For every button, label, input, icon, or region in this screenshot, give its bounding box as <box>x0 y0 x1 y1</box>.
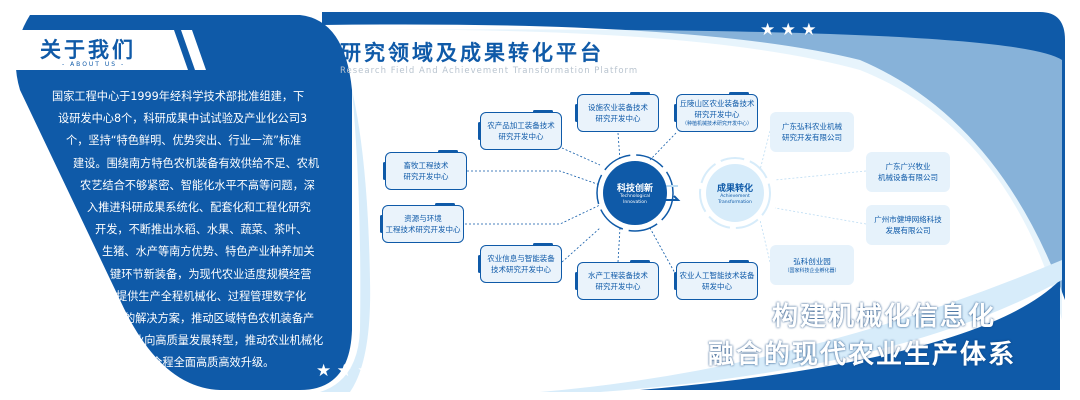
platform-title: 研究领域及成果转化平台 <box>340 41 604 65</box>
about-text-line: 建设。围绕南方特色农机装备有效供给不足、农机 <box>73 156 320 170</box>
about-text-line: 提供生产全程机械化、过程管理数字化 <box>116 289 307 303</box>
company-box: 弘科创业园（国家科技企业孵化器） <box>770 245 854 285</box>
center-box: 设施农业装备技术研究开发中心 <box>575 92 659 132</box>
star-icons: ★ ★ ★ <box>316 361 373 381</box>
company-box: 广东弘科农业机械研究开发有限公司 <box>770 112 854 152</box>
center-box: 资源与环境工程技术研究开发中心 <box>380 203 464 243</box>
about-text-line: 开发，不断推出水稻、水果、蔬菜、茶叶、 <box>95 223 308 237</box>
company-box: 广州市健坤网络科技发展有限公司 <box>866 205 950 245</box>
center-box: 丘陵山区农业装备技术研究开发中心（种植机械技术研究开发中心） <box>674 92 758 132</box>
about-text-line: 向全程全面高质高效升级。 <box>140 356 275 370</box>
star-icons: ★ ★ ★ <box>760 20 817 40</box>
about-text-line: 键环节新装备，为现代农业适度规模经营 <box>110 267 312 281</box>
about-text-line: 国家工程中心于1999年经科学技术部批准组建，下 <box>52 90 305 103</box>
about-text-line: 农艺结合不够紧密、智能化水平不高等问题，深 <box>80 178 315 192</box>
company-box: 广东广兴牧业机械设备有限公司 <box>866 152 950 192</box>
center-box: 畜牧工程技术研究开发中心 <box>383 150 467 190</box>
platform-subtitle: Research Field And Achievement Transform… <box>340 66 639 76</box>
about-text-line: 入推进科研成果系统化、配套化和工程化研究 <box>87 201 311 214</box>
slogan-line-1: 构建机械化信息化 <box>772 302 997 332</box>
about-text-line: 个，坚持“特色鲜明、优势突出、行业一流”标准 <box>66 134 302 148</box>
about-title: 关于我们 <box>40 38 136 62</box>
slogan-line-2: 融合的现代农业生产体系 <box>708 340 1017 370</box>
center-box: 农业信息与智能装备技术研究开发中心 <box>478 243 562 283</box>
about-text-line: 业向高质量发展转型，推动农业机械化 <box>133 334 324 348</box>
about-subtitle: - ABOUT US - <box>62 61 126 68</box>
about-text-line: 的解决方案，推动区域特色农机装备产 <box>124 312 315 325</box>
center-box: 农产品加工装备技术研究开发中心 <box>478 110 562 150</box>
about-text-line: 生猪、水产等南方优势、特色产业种养加关 <box>102 245 315 259</box>
about-text-line: 设研发中心8个，科研成果中试试验及产业化公司3 <box>58 112 308 126</box>
center-box: 水产工程装备技术研究开发中心 <box>575 260 659 300</box>
center-box: 农业人工智能技术装备研发中心 <box>674 260 758 300</box>
